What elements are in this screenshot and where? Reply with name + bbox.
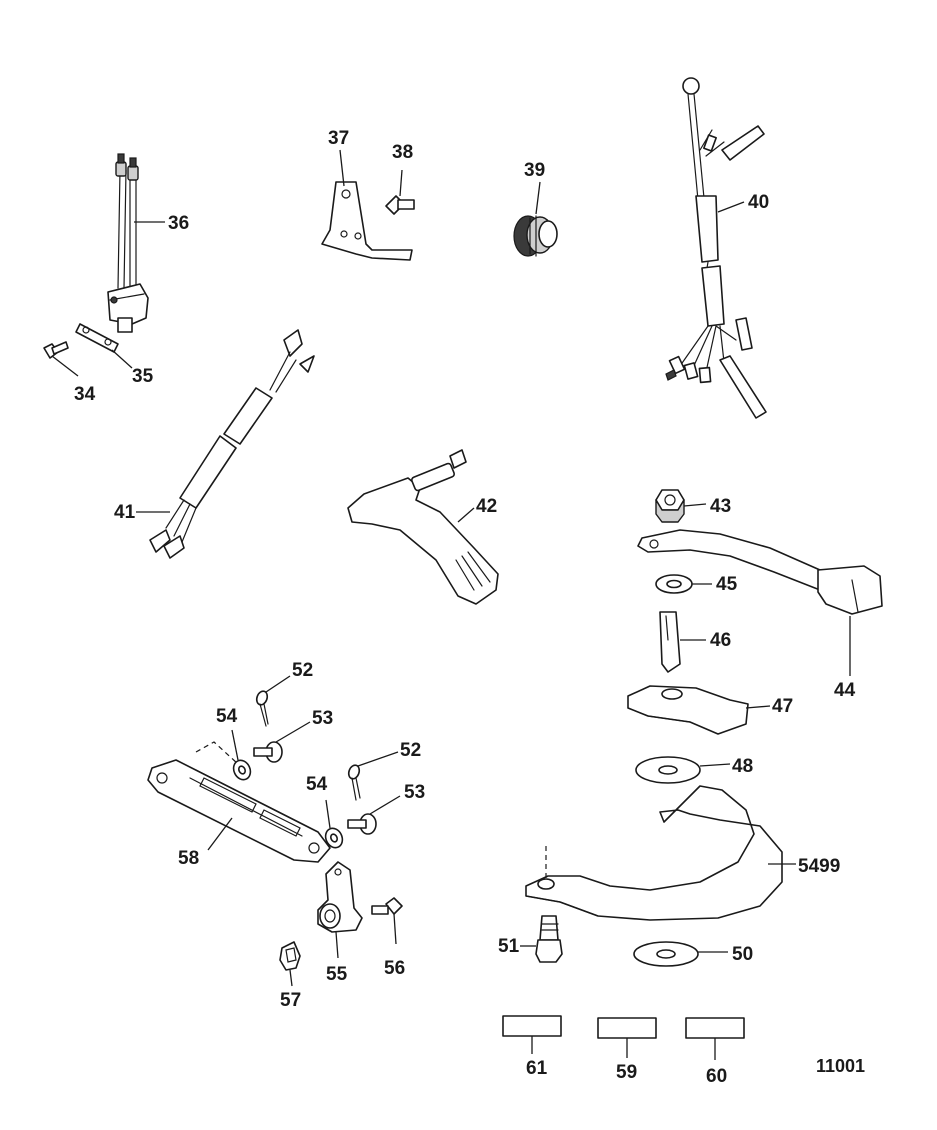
part-50-washer [633, 941, 699, 967]
part-54-wave-washer-lower [324, 827, 344, 849]
part-34-bolt [43, 341, 69, 359]
callout-53-upper: 53 [312, 708, 333, 729]
part-39-grommet [513, 215, 558, 257]
callout-46: 46 [710, 630, 731, 651]
part-43-nut [655, 489, 685, 523]
part-41-wiring-harness [149, 329, 315, 559]
callout-37: 37 [328, 128, 349, 149]
callout-34: 34 [74, 384, 96, 405]
part-48-washer [635, 756, 701, 784]
callout-56: 56 [384, 958, 405, 979]
part-37-bracket [321, 181, 413, 261]
callout-45: 45 [716, 574, 738, 595]
callout-36: 36 [168, 213, 189, 234]
callout-44: 44 [834, 680, 856, 701]
callout-40: 40 [748, 192, 769, 213]
part-60-decal [685, 1017, 745, 1039]
part-40-wiring-harness [665, 77, 767, 419]
part-42-lever-arm [347, 449, 499, 605]
part-52-cotter-pin-lower [347, 764, 361, 801]
callout-60: 60 [706, 1066, 727, 1087]
part-57-clip [279, 941, 301, 971]
part-46-pin [659, 611, 681, 673]
part-53-shoulder-screw-lower [347, 813, 377, 835]
part-52-cotter-pin [255, 690, 269, 727]
part-61-decal [502, 1015, 562, 1037]
part-55-link-arm [317, 861, 363, 933]
callout-50: 50 [732, 944, 753, 965]
callout-43: 43 [710, 496, 731, 517]
callout-59: 59 [616, 1062, 637, 1083]
part-47-cam-plate [627, 685, 749, 735]
callout-52-lower: 52 [400, 740, 421, 761]
part-56-bolt [371, 897, 403, 915]
callout-57: 57 [280, 990, 301, 1011]
part-35-plate [75, 323, 119, 353]
part-51-stud [535, 915, 563, 963]
callout-53-lower: 53 [404, 782, 425, 803]
callout-42: 42 [476, 496, 497, 517]
part-5499-friction-band [525, 785, 783, 921]
callout-52-upper: 52 [292, 660, 313, 681]
callout-38: 38 [392, 142, 413, 163]
part-59-decal [597, 1017, 657, 1039]
callout-58: 58 [178, 848, 199, 869]
part-45-washer [655, 574, 693, 594]
callout-41: 41 [114, 502, 136, 523]
callout-5499: 5499 [798, 856, 840, 877]
part-36-switch [107, 153, 149, 333]
callout-55: 55 [326, 964, 348, 985]
callout-54-upper: 54 [216, 706, 238, 727]
callout-54-lower: 54 [306, 774, 328, 795]
diagram-id: 11001 [816, 1056, 865, 1076]
callout-39: 39 [524, 160, 545, 181]
part-53-shoulder-screw [253, 741, 283, 763]
callout-51: 51 [498, 936, 520, 957]
part-54-wave-washer [232, 759, 252, 781]
callout-35: 35 [132, 366, 154, 387]
callout-47: 47 [772, 696, 793, 717]
part-38-screw [385, 195, 415, 215]
part-44-handle-lever [637, 529, 883, 615]
callout-48: 48 [732, 756, 753, 777]
part-58-link-rod [147, 759, 331, 863]
callout-61: 61 [526, 1058, 548, 1079]
